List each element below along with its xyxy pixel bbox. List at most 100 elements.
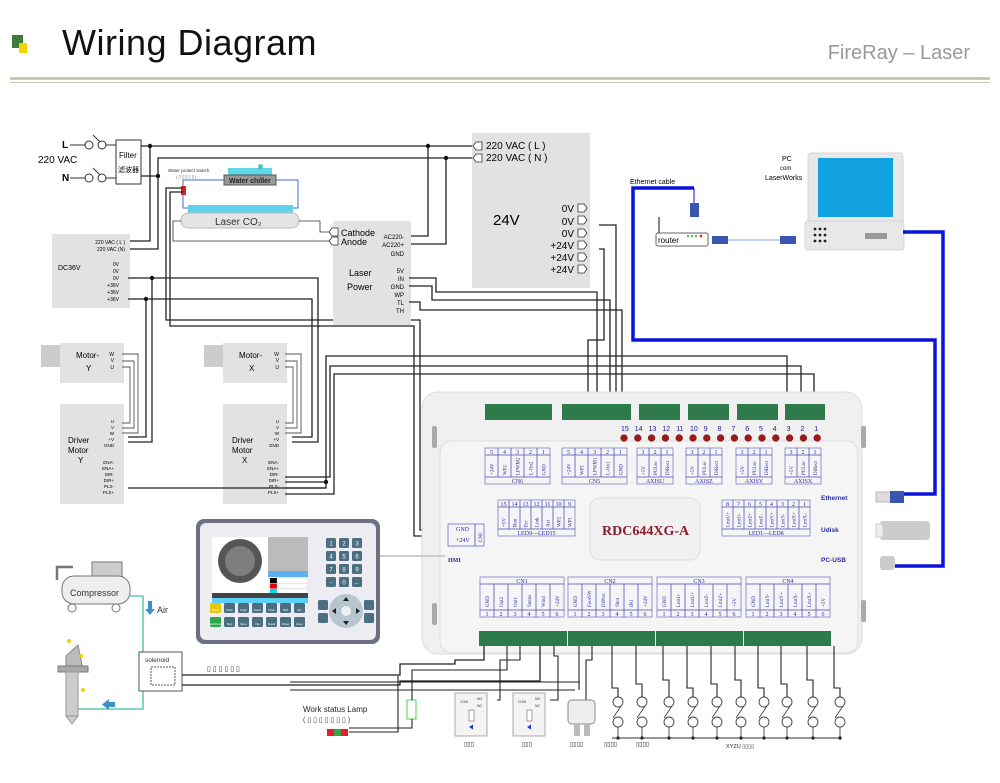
hmi-key-z-up[interactable] [318, 600, 328, 610]
lp-title-1: Laser [349, 268, 372, 278]
hmi-key-u-plus[interactable] [364, 600, 374, 610]
lp-ac-pin: AC220+ [382, 243, 404, 249]
pin-number: 14 [512, 502, 518, 508]
led-number: 13 [649, 426, 657, 433]
lp-signal-pin: 5V [397, 269, 404, 275]
pin-label: +5V [790, 466, 795, 475]
hmi-function-key[interactable]: Shift [280, 603, 291, 613]
hmi-numpad-key[interactable]: 4 [326, 551, 336, 561]
driver-pin: ENA- [268, 460, 279, 465]
driver-pin: DIR- [270, 472, 280, 477]
relay-pin: COM [518, 700, 526, 704]
status-led [661, 434, 670, 442]
pin-label: +24V [568, 463, 573, 475]
hmi-function-key[interactable]: Stop [224, 617, 235, 627]
connector-led1led8: 8LmtU+7LmtU-6LmtZ+5LmtZ-4LmtY+3LmtY-2Lmt… [721, 499, 811, 537]
lp-cathode: Cathode [341, 228, 375, 238]
motor-pin: V [111, 358, 115, 364]
status-led [675, 434, 683, 442]
pin-number: 3 [602, 612, 605, 618]
connector-name: CN6 [512, 479, 523, 485]
hmi-numpad-key[interactable]: 7 [326, 564, 336, 574]
led-number: 2 [800, 426, 804, 433]
hmi-function-key[interactable]: Start/Pause [209, 617, 223, 627]
brand-label: FireRay – Laser [827, 42, 970, 64]
pin-label: Err [525, 520, 530, 527]
svg-text:Power: Power [282, 622, 289, 626]
pin-number: 1 [663, 612, 666, 618]
lp-title-2: Power [347, 282, 373, 292]
pin-number: 2 [606, 450, 609, 456]
svg-text:Start/Pause: Start/Pause [209, 622, 223, 626]
svg-text:6: 6 [355, 555, 359, 561]
hmi-color-swatch [270, 583, 277, 589]
motor-pin: U [110, 365, 114, 371]
driver-pin: U [276, 419, 279, 424]
hmi-numpad-key[interactable]: ← [352, 577, 362, 587]
pin-label: WP1 [581, 465, 586, 476]
hmi-function-key[interactable]: Speed [266, 617, 277, 627]
hmi-function-key[interactable]: Frame [252, 603, 263, 613]
status-led [813, 434, 821, 442]
connector-name: AXISU [646, 479, 665, 485]
hmi-numpad-key[interactable]: 0 [339, 577, 349, 587]
driver-x-name: Motor [232, 446, 253, 455]
hmi-function-key[interactable]: Power [280, 617, 291, 627]
led-number: 8 [718, 426, 722, 433]
hmi-function-key[interactable]: Menu [238, 617, 249, 627]
solenoid-label: solenoid [145, 657, 170, 664]
pin-number: 3 [593, 450, 596, 456]
driver-pin: U [111, 419, 114, 424]
hmi-numpad-key[interactable]: 3 [352, 538, 362, 548]
hmi-function-key[interactable]: Reset [210, 603, 221, 613]
pin-number: 4 [503, 450, 506, 456]
air-return-arrow-icon [102, 699, 115, 710]
limit-switch [734, 646, 747, 740]
hmi-function-key[interactable]: Origin [266, 603, 277, 613]
hmi-numpad-key[interactable]: 1 [326, 538, 336, 548]
pin-label: DiRect [765, 460, 770, 475]
lamp-sub: ( ▯ ▯ ▯ ▯ ▯ ▯ ▯ ) [303, 717, 350, 724]
psu-36v: 220 VAC ( L ) 220 VAC (N) DC36V 0V 0V 0V… [52, 234, 130, 308]
cn0-24v: +24V [456, 538, 470, 544]
mains-input: L 220 VAC N Filter 滤波器 [38, 134, 142, 185]
connector-led9led15: 15+5V14Run13Err12Link11Act10WP29WP1LED9—… [497, 499, 576, 537]
hmi-key-z-down[interactable] [318, 613, 328, 623]
hmi-numpad-key[interactable]: 8 [339, 564, 349, 574]
pin-label: GND [574, 596, 579, 607]
hmi-function-key[interactable]: Esc [294, 603, 305, 613]
hmi-numpad-key[interactable]: 2 [339, 538, 349, 548]
usb-cable [895, 230, 945, 568]
pin-number: 1 [814, 450, 817, 456]
pin-number: 3 [514, 612, 517, 618]
hmi-function-key[interactable]: Pulse [224, 603, 235, 613]
psu36-title: DC36V [58, 265, 81, 272]
hmi-function-key[interactable]: Origin [238, 603, 249, 613]
hmi-numpad-key[interactable]: 9 [352, 564, 362, 574]
driver-pin: W [275, 431, 280, 436]
hmi-key-u-minus[interactable] [364, 613, 374, 623]
pin-label: DiRect [666, 460, 671, 475]
laser-tube-label: Laser CO₂ [215, 217, 262, 228]
laser-power-supply: Cathode Anode Laser Power AC220- AC220+ … [328, 221, 411, 325]
hmi-numpad-key[interactable]: 6 [352, 551, 362, 561]
driver-pin: ENA+ [267, 466, 279, 471]
pc-label-3: LaserWorks [765, 175, 803, 182]
pin-label: LPWM2 [517, 457, 522, 475]
hmi-numpad-key[interactable]: - [326, 577, 336, 587]
hmi-numpad-key[interactable]: 5 [339, 551, 349, 561]
led-number: 12 [662, 426, 670, 433]
pin-label: +5V [733, 598, 738, 607]
pin-number: 2 [792, 502, 795, 508]
driver-pin: GND [269, 443, 280, 448]
filter-box [115, 139, 142, 185]
status-led [730, 434, 739, 442]
svg-text:-: - [330, 581, 332, 587]
hmi-function-key[interactable]: File [252, 617, 263, 627]
hmi-function-key[interactable]: Enter [294, 617, 305, 627]
status-led [634, 434, 642, 442]
status-led [647, 434, 656, 442]
connector-name: CN4 [782, 579, 793, 585]
